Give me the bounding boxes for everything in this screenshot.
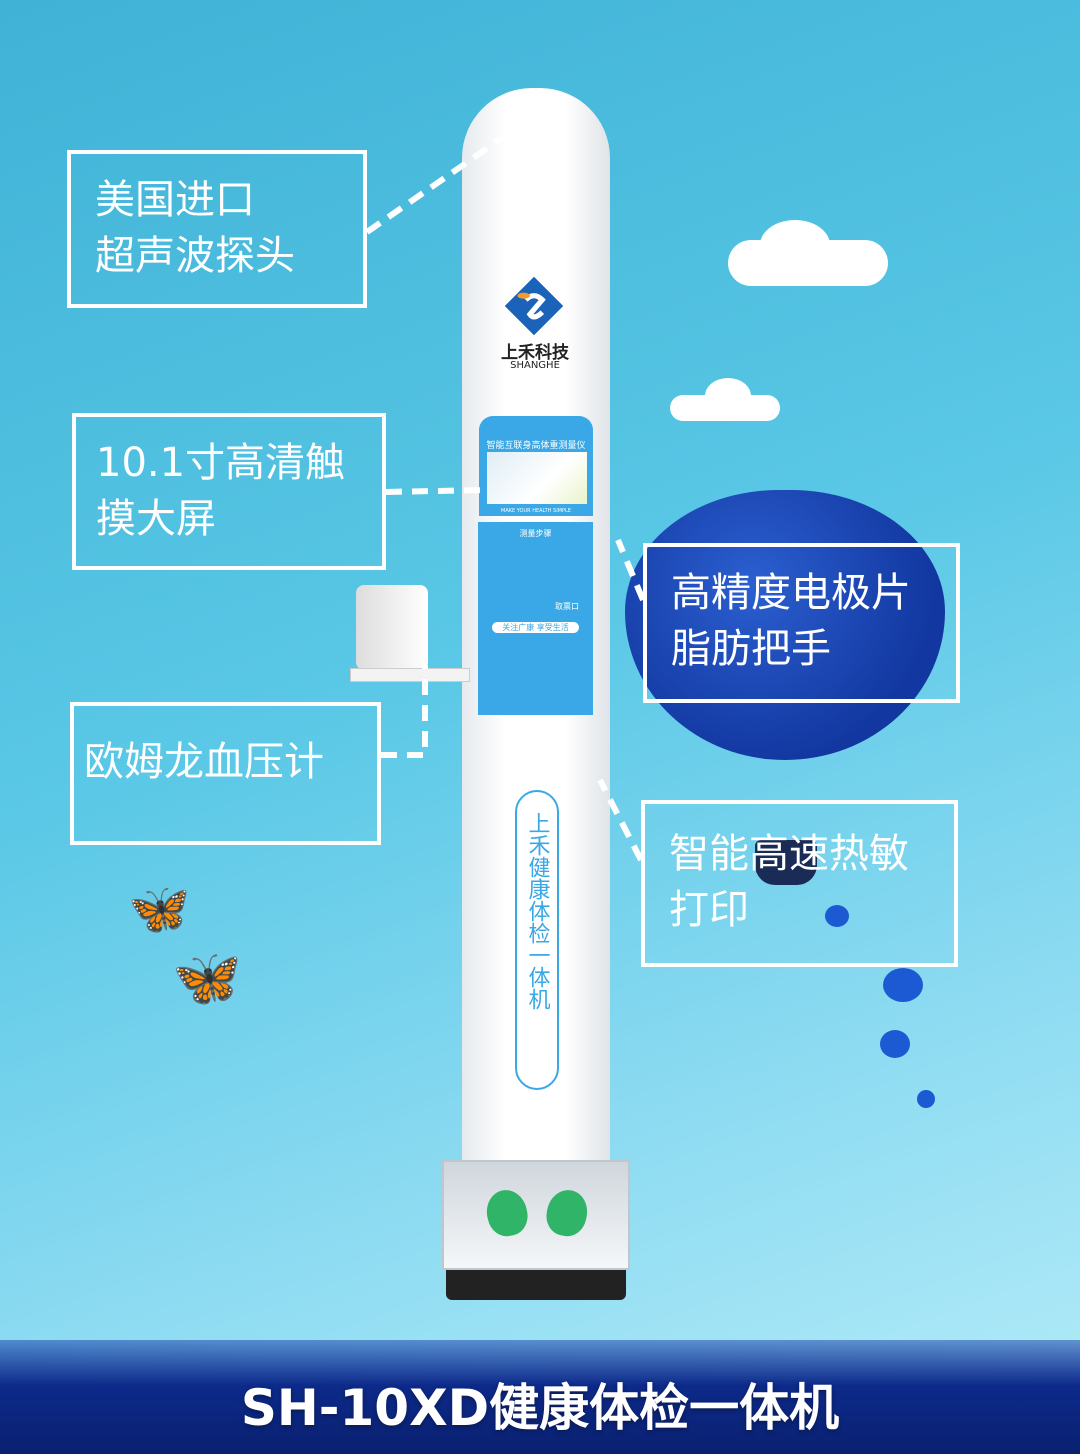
heart-icon bbox=[883, 968, 923, 1002]
butterfly-icon: 🦋 bbox=[128, 880, 191, 938]
vertical-label: 上禾健康体检一体机 bbox=[515, 790, 559, 1090]
callout-text: 高精度电极片 bbox=[671, 570, 911, 616]
callout-text: 美国进口 bbox=[95, 177, 255, 223]
bp-tray bbox=[350, 668, 470, 682]
callout-electrode-handle: 高精度电极片 脂肪把手 bbox=[643, 543, 960, 703]
ticket-slot-label: 取票口 bbox=[555, 602, 579, 611]
steps-title: 测量步骤 bbox=[519, 529, 552, 538]
cloud bbox=[760, 220, 830, 270]
callout-text: 超声波探头 bbox=[95, 233, 295, 279]
callout-thermal-printer: 智能高速热敏 打印 bbox=[641, 800, 958, 967]
callout-text: 欧姆龙血压计 bbox=[84, 739, 324, 785]
heart-icon bbox=[880, 1030, 910, 1058]
screen-image bbox=[487, 452, 587, 504]
blood-pressure-monitor bbox=[356, 585, 428, 670]
screen-title: 智能互联身高体重测量仪 bbox=[486, 441, 586, 451]
callout-touch-screen: 10.1寸高清触 摸大屏 bbox=[72, 413, 386, 570]
callout-text: 打印 bbox=[669, 887, 749, 933]
scale-base-bottom bbox=[446, 1268, 626, 1300]
cloud bbox=[705, 378, 751, 414]
product-title: SH-10XD健康体检一体机 bbox=[240, 1379, 840, 1437]
grass-band bbox=[0, 1340, 1080, 1454]
hot-air-balloon bbox=[625, 490, 945, 760]
heart-icon bbox=[825, 905, 849, 927]
brand-name-en: SHANGHE bbox=[510, 360, 560, 371]
screen-subtitle: MAKE YOUR HEALTH SIMPLE bbox=[501, 508, 571, 514]
callout-text: 10.1寸高清触 bbox=[96, 440, 346, 486]
callout-blood-pressure: 欧姆龙血压计 bbox=[70, 702, 381, 845]
callout-text: 脂肪把手 bbox=[671, 626, 831, 672]
callout-text: 摸大屏 bbox=[96, 496, 216, 542]
brand-logo-icon bbox=[504, 276, 564, 336]
instruction-poster: 测量步骤 取票口 关注广康 享受生活 bbox=[478, 522, 593, 715]
follow-label: 关注广康 享受生活 bbox=[492, 622, 579, 633]
brand-name: 上禾科技 bbox=[501, 343, 569, 363]
heart-icon bbox=[917, 1090, 935, 1108]
callout-text: 智能高速热敏 bbox=[669, 831, 909, 877]
callout-ultrasonic-probe: 美国进口 超声波探头 bbox=[67, 150, 367, 308]
scale-platform bbox=[442, 1160, 630, 1270]
balloon-basket bbox=[755, 840, 817, 885]
butterfly-icon: 🦋 bbox=[172, 946, 242, 1011]
